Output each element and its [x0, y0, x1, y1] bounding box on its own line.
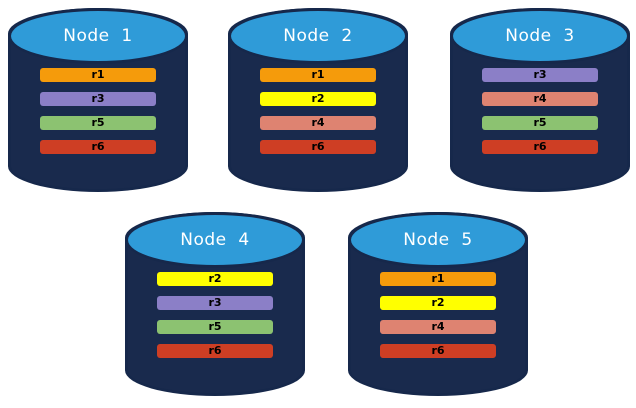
replica-label: r4: [533, 92, 547, 105]
replica-label: r2: [311, 92, 325, 105]
cylinder-top-ellipse: [125, 212, 305, 268]
replica-bar[interactable]: r3: [482, 68, 598, 82]
replica-bar[interactable]: r2: [260, 92, 376, 106]
replica-label: r1: [431, 272, 445, 285]
replica-label: r6: [208, 344, 222, 357]
replica-label: r3: [208, 296, 222, 309]
replica-bar[interactable]: r1: [40, 68, 156, 82]
replica-bar[interactable]: r4: [482, 92, 598, 106]
replica-bar[interactable]: r1: [260, 68, 376, 82]
replica-bar[interactable]: r5: [40, 116, 156, 130]
replica-label: r4: [431, 320, 445, 333]
replica-list: r3 r4 r5 r6: [450, 68, 630, 154]
replica-label: r2: [208, 272, 222, 285]
replica-bar[interactable]: r6: [260, 140, 376, 154]
node-1[interactable]: Node 1 r1 r3 r5 r6: [8, 8, 188, 192]
replica-bar[interactable]: r4: [380, 320, 496, 334]
replica-label: r4: [311, 116, 325, 129]
replica-bar[interactable]: r4: [260, 116, 376, 130]
replica-label: r1: [91, 68, 105, 81]
cylinder-shape: [8, 8, 188, 192]
node-4[interactable]: Node 4 r2 r3 r5 r6: [125, 212, 305, 396]
node-title: Node 1: [63, 26, 133, 46]
cylinder-top-ellipse: [348, 212, 528, 268]
replica-label: r5: [208, 320, 222, 333]
replica-list: r1 r2 r4 r6: [228, 68, 408, 154]
replica-label: r2: [431, 296, 445, 309]
replica-label: r1: [311, 68, 325, 81]
node-title: Node 3: [505, 26, 575, 46]
replica-bar[interactable]: r1: [380, 272, 496, 286]
replica-list: r1 r3 r5 r6: [8, 68, 188, 154]
replica-bar[interactable]: r2: [157, 272, 273, 286]
cylinder-top-ellipse: [8, 8, 188, 64]
node-3[interactable]: Node 3 r3 r4 r5 r6: [450, 8, 630, 192]
cylinder-top-ellipse: [228, 8, 408, 64]
node-title: Node 5: [403, 230, 473, 250]
replica-label: r6: [431, 344, 445, 357]
replica-label: r6: [311, 140, 325, 153]
replica-bar[interactable]: r6: [482, 140, 598, 154]
replica-label: r6: [91, 140, 105, 153]
replica-bar[interactable]: r5: [482, 116, 598, 130]
node-5[interactable]: Node 5 r1 r2 r4 r6: [348, 212, 528, 396]
replica-label: r5: [533, 116, 547, 129]
replica-label: r3: [91, 92, 105, 105]
replica-bar[interactable]: r3: [157, 296, 273, 310]
replica-bar[interactable]: r2: [380, 296, 496, 310]
replica-bar[interactable]: r3: [40, 92, 156, 106]
replica-list: r1 r2 r4 r6: [348, 272, 528, 358]
replica-label: r5: [91, 116, 105, 129]
replica-bar[interactable]: r6: [157, 344, 273, 358]
node-title: Node 4: [180, 230, 250, 250]
replica-label: r6: [533, 140, 547, 153]
replica-bar[interactable]: r6: [40, 140, 156, 154]
replica-label: r3: [533, 68, 547, 81]
node-title: Node 2: [283, 26, 353, 46]
cylinder-shape: [348, 212, 528, 396]
replica-bar[interactable]: r6: [380, 344, 496, 358]
node-2[interactable]: Node 2 r1 r2 r4 r6: [228, 8, 408, 192]
replica-bar[interactable]: r5: [157, 320, 273, 334]
replica-list: r2 r3 r5 r6: [125, 272, 305, 358]
cylinder-top-ellipse: [450, 8, 630, 64]
